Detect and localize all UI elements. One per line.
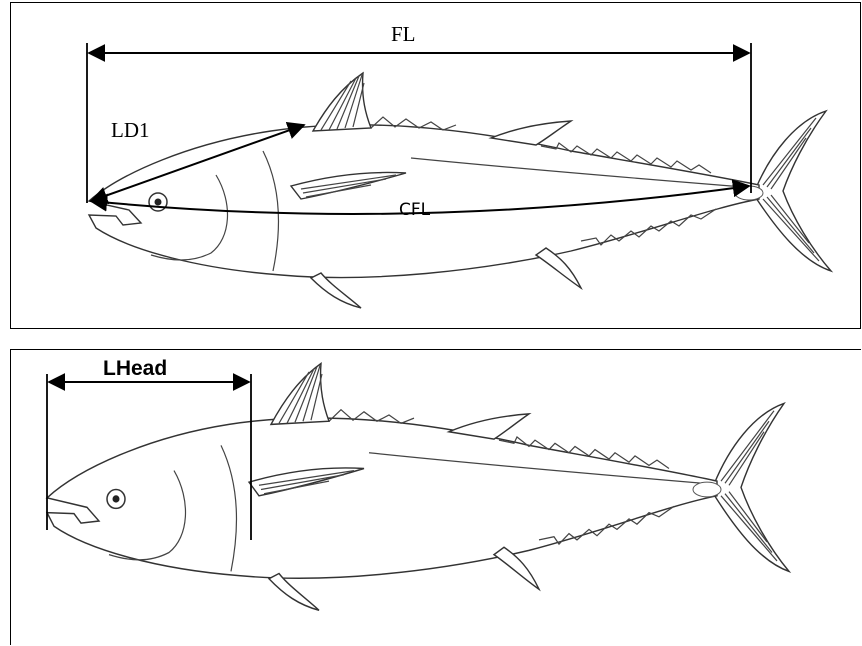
top-diagram: FL LD1 CFL [11,3,859,327]
fl-label: FL [391,22,416,46]
bottom-measurement-panel: LHead [10,349,861,645]
tuna-illustration-bottom [47,364,789,611]
top-measurement-panel: FL LD1 CFL [10,2,861,329]
bottom-diagram: LHead [11,350,861,646]
lhead-label: LHead [103,357,167,380]
ld1-label: LD1 [111,118,150,142]
cfl-label: CFL [399,200,431,220]
